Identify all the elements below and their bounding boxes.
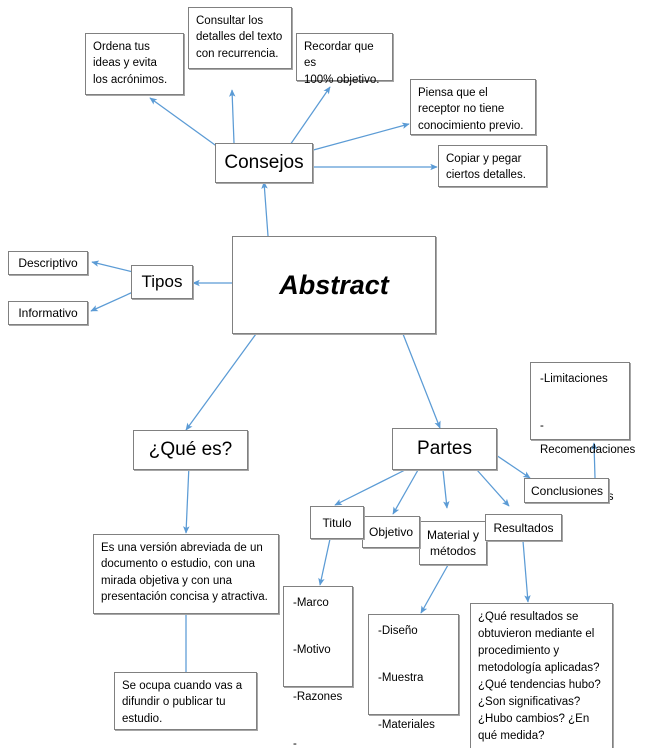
- node-label: Recordar que es 100% objetivo.: [304, 41, 380, 86]
- edge-resultados-preguntas: [522, 540, 531, 603]
- node-label: Descriptivo: [18, 256, 78, 270]
- edge-abstract-consejos: [261, 181, 269, 237]
- node-label: Objetivo: [369, 525, 414, 539]
- node-que-es-definicion[interactable]: Es una versión abreviada de un documento…: [93, 534, 279, 614]
- node-label: -Marco -Motivo -Razones -Problemas: [293, 597, 343, 748]
- node-label: Es una versión abreviada de un documento…: [101, 542, 268, 603]
- node-label: Consultar los detalles del texto con rec…: [196, 15, 283, 60]
- edge-material-items: [420, 564, 449, 614]
- node-consejo-copiar-pegar[interactable]: Copiar y pegar ciertos detalles.: [438, 145, 547, 187]
- edge-partes-titulo: [334, 469, 406, 506]
- node-label: Abstract: [279, 269, 389, 300]
- node-tipo-descriptivo[interactable]: Descriptivo: [8, 251, 88, 275]
- node-titulo[interactable]: Titulo: [310, 506, 364, 539]
- node-abstract-root[interactable]: Abstract: [232, 236, 436, 334]
- node-titulo-items[interactable]: -Marco -Motivo -Razones -Problemas: [283, 586, 353, 748]
- node-tipos[interactable]: Tipos: [131, 265, 193, 299]
- node-label: Copiar y pegar ciertos detalles.: [446, 153, 526, 182]
- node-label: Titulo: [322, 515, 352, 530]
- node-label: Se ocupa cuando vas a difundir o publica…: [122, 680, 243, 725]
- node-label: Resultados: [493, 520, 554, 535]
- node-conclusiones-items[interactable]: -Limitaciones -Recomendaciones -Implicac…: [530, 362, 635, 503]
- node-label: Tipos: [141, 271, 183, 291]
- node-que-es-uso[interactable]: Se ocupa cuando vas a difundir o publica…: [114, 672, 257, 730]
- node-consejos[interactable]: Consejos: [215, 143, 313, 183]
- node-label: Ordena tus ideas y evita los acrónimos.: [93, 41, 168, 86]
- edge-quees-def: [183, 464, 190, 534]
- node-consejo-receptor[interactable]: Piensa que el receptor no tiene conocimi…: [410, 79, 536, 135]
- edge-partes-objetivo: [392, 469, 419, 515]
- node-que-es[interactable]: ¿Qué es?: [133, 430, 248, 470]
- node-label: Consejos: [224, 152, 304, 173]
- node-label: Conclusiones: [531, 483, 604, 498]
- node-tipo-informativo[interactable]: Informativo: [8, 301, 88, 325]
- node-label: Informativo: [18, 306, 78, 320]
- edge-tipos-informativo: [90, 291, 134, 312]
- edge-abstract-partes: [402, 333, 441, 429]
- edge-consejos-tip3: [289, 86, 331, 146]
- node-objetivo[interactable]: Objetivo: [362, 516, 420, 548]
- node-label: Material y métodos: [426, 527, 479, 558]
- edge-partes-conclusiones: [492, 452, 531, 479]
- node-partes[interactable]: Partes: [392, 428, 497, 470]
- node-label: ¿Qué resultados se obtuvieron mediante e…: [478, 611, 601, 743]
- edge-consejos-tip4: [305, 122, 410, 153]
- node-resultados-preguntas[interactable]: ¿Qué resultados se obtuvieron mediante e…: [470, 603, 613, 748]
- node-conclusiones[interactable]: Conclusiones: [524, 478, 609, 503]
- node-material-y-metodos[interactable]: Material y métodos: [419, 521, 487, 565]
- node-consejo-objetivo[interactable]: Recordar que es 100% objetivo.: [296, 33, 393, 86]
- edge-consejos-tip2: [229, 89, 236, 144]
- node-consejo-consultar-detalles[interactable]: Consultar los detalles del texto con rec…: [188, 7, 292, 69]
- node-label: Partes: [417, 438, 472, 459]
- node-metodos-items[interactable]: -Diseño -Muestra -Materiales -Procedimie…: [368, 614, 459, 731]
- edge-partes-resultados: [476, 469, 510, 507]
- edge-abstract-quees: [185, 333, 257, 431]
- edge-titulo-items: [318, 538, 331, 586]
- edge-partes-material: [442, 469, 450, 509]
- edge-consejos-tip1: [149, 97, 223, 151]
- node-label: -Diseño -Muestra -Materiales -Procedimie…: [378, 625, 435, 732]
- edge-tipos-descriptivo: [91, 260, 134, 273]
- node-consejo-ordena-ideas[interactable]: Ordena tus ideas y evita los acrónimos.: [85, 33, 184, 95]
- node-label: Piensa que el receptor no tiene conocimi…: [418, 87, 524, 132]
- node-label: ¿Qué es?: [148, 439, 233, 460]
- node-resultados[interactable]: Resultados: [485, 514, 562, 541]
